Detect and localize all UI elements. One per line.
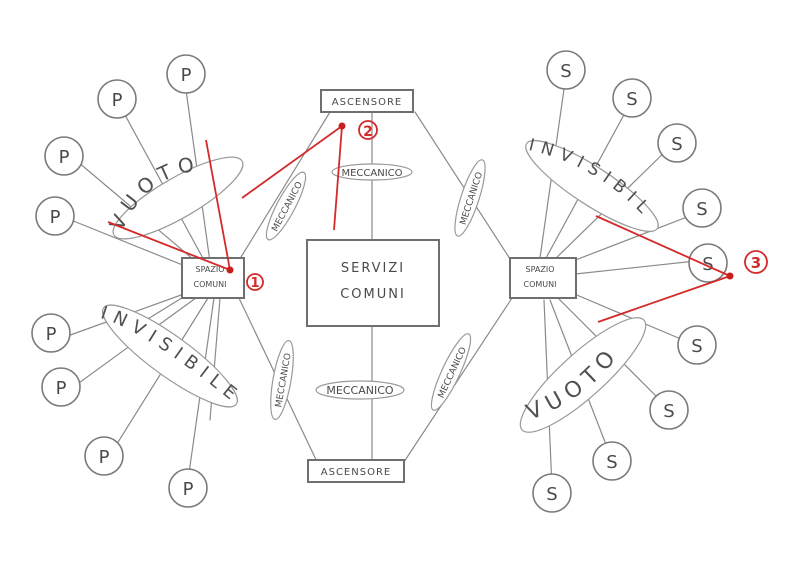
svg-text:P: P [46, 324, 57, 345]
svg-text:MECCANICO: MECCANICO [341, 168, 402, 179]
s-node: S [649, 390, 689, 430]
p-node: P [35, 196, 75, 236]
lift-box-top: ASCENSORE [320, 89, 414, 113]
svg-text:MECCANICO: MECCANICO [326, 384, 393, 397]
mechanical-label-upper-right: MECCANICO [454, 159, 486, 237]
annotation-marker-1: 1 [107, 139, 264, 291]
annotation-marker-3: 3 [595, 215, 768, 323]
p-node: P [41, 367, 81, 407]
svg-text:P: P [56, 378, 67, 399]
svg-text:ASCENSORE: ASCENSORE [332, 97, 402, 108]
svg-text:S: S [691, 336, 702, 357]
services-box: SERVIZI COMUNI [306, 239, 440, 327]
svg-text:COMUNI: COMUNI [340, 287, 406, 302]
mechanical-label-lower-left: MECCANICO [270, 339, 294, 421]
svg-text:S: S [626, 89, 637, 110]
svg-text:S: S [702, 254, 713, 275]
mechanical-label-bottom: MECCANICO [315, 380, 405, 400]
svg-text:3: 3 [751, 254, 761, 272]
s-node: S [532, 473, 572, 513]
vuoto-band-right: VUOTO [519, 317, 647, 433]
s-node: S [677, 325, 717, 365]
s-node: S [592, 441, 632, 481]
svg-text:P: P [50, 207, 61, 228]
svg-text:S: S [606, 452, 617, 473]
lift-box-bottom: ASCENSORE [307, 459, 405, 483]
mechanical-label-lower-right: MECCANICO [430, 333, 472, 411]
svg-text:S: S [696, 199, 707, 220]
p-node: P [166, 54, 206, 94]
svg-text:P: P [112, 90, 123, 111]
svg-text:COMUNI: COMUNI [524, 280, 557, 289]
svg-text:SPAZIO: SPAZIO [196, 265, 225, 274]
svg-text:1: 1 [250, 276, 259, 291]
s-node: S [688, 243, 728, 283]
s-node: S [546, 50, 586, 90]
annotation-marker-2: 2 [241, 120, 378, 231]
svg-text:S: S [671, 134, 682, 155]
p-node: P [97, 79, 137, 119]
p-node: P [44, 136, 84, 176]
invisibile-band-right: INVISIBILE [0, 0, 659, 232]
mechanical-label-top: MECCANICO [331, 163, 413, 181]
s-node: S [657, 123, 697, 163]
shared-space-box-right: SPAZIO COMUNI [509, 257, 577, 299]
svg-text:S: S [560, 61, 571, 82]
svg-text:S: S [663, 401, 674, 422]
svg-text:S: S [546, 484, 557, 505]
svg-text:P: P [99, 447, 110, 468]
svg-text:SERVIZI: SERVIZI [341, 261, 405, 276]
p-node: P [168, 468, 208, 508]
svg-text:ASCENSORE: ASCENSORE [321, 467, 391, 478]
svg-text:P: P [181, 65, 192, 86]
svg-text:SPAZIO: SPAZIO [526, 265, 555, 274]
svg-text:P: P [59, 147, 70, 168]
p-nodes-left: P P P P P P P P [31, 54, 208, 508]
s-nodes-right: S S S S S S S S S [532, 50, 728, 513]
s-node: S [612, 78, 652, 118]
svg-text:P: P [183, 479, 194, 500]
p-node: P [31, 313, 71, 353]
svg-text:COMUNI: COMUNI [194, 280, 227, 289]
s-node: S [682, 188, 722, 228]
vuoto-band-left: VUOTO [105, 151, 244, 240]
shared-space-box-left: SPAZIO COMUNI [181, 257, 245, 299]
svg-text:2: 2 [363, 124, 373, 140]
p-node: P [84, 436, 124, 476]
svg-text:INVISIBILE: INVISIBILE [98, 303, 246, 409]
